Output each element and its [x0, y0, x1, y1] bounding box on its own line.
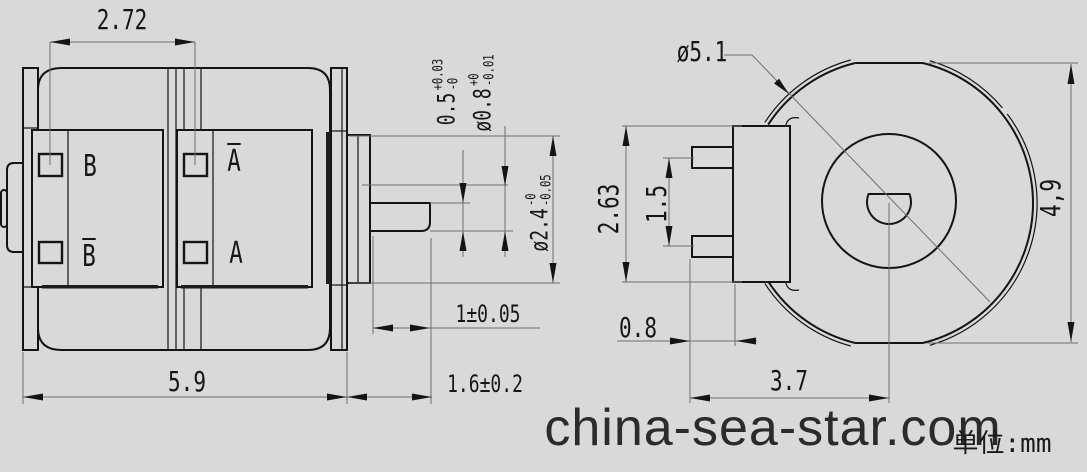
- watermark-text: china-sea-star.com: [544, 399, 1002, 457]
- front-shaft-circle: [866, 193, 912, 225]
- dim-body-diameter: ø5.1: [676, 35, 728, 68]
- terminal-label-b-bar: B: [82, 238, 96, 274]
- terminal-label-a-bar: A: [227, 143, 241, 179]
- dim-flat-thickness: 0.5 +0.03 -0: [430, 58, 462, 126]
- tolerance-stack: -0 -0.05: [523, 174, 555, 207]
- front-shell-arcs: [764, 59, 1038, 347]
- front-pin-bottom: [691, 235, 734, 258]
- side-left-bearing-tip: [0, 189, 8, 228]
- terminal-label-a: A: [229, 236, 243, 271]
- side-block-seam-right: [181, 285, 308, 289]
- front-shell-hook-top: [785, 117, 800, 126]
- dim-shaft-overall: 1.6±0.2: [447, 370, 523, 398]
- dim-pin-length: 0.8: [619, 311, 657, 344]
- front-pin-top: [691, 146, 734, 169]
- front-body-outline: [767, 62, 1034, 344]
- side-body-outline: [37, 67, 331, 351]
- side-terminal-block-a: [176, 129, 313, 288]
- side-right-pole-strip: [330, 67, 348, 351]
- dim-shaft-protrusion: 1±0.05: [455, 300, 521, 328]
- front-shell-hook-bottom: [785, 282, 800, 291]
- dim-overall-height: 4,9: [1034, 179, 1067, 217]
- terminal-label-b: B: [83, 149, 97, 184]
- dim-pin-spacing: 2.72: [96, 3, 148, 36]
- front-connector-block: [732, 125, 791, 283]
- dim-shaft-diameter: ø0.8 +0 -0.01: [466, 54, 498, 132]
- side-flange-band: [326, 132, 331, 284]
- dim-body-length: 5.9: [168, 365, 206, 398]
- unit-note: 单位:mm: [952, 429, 1052, 459]
- dim-pin-to-center: 3.7: [770, 364, 808, 397]
- tolerance-stack: +0 -0.01: [466, 54, 498, 87]
- side-left-bearing-bump: [6, 162, 23, 253]
- side-shaft: [370, 202, 431, 232]
- dim-pin-pitch: 1.5: [640, 185, 673, 223]
- side-view: [0, 67, 431, 351]
- front-view-dimensions: [617, 62, 1078, 403]
- front-view: [691, 54, 1038, 347]
- tolerance-stack: +0.03 -0: [430, 58, 462, 91]
- side-block-seam-left: [42, 285, 158, 289]
- side-view-dimensions: [22, 38, 560, 404]
- side-hub-plate: [346, 134, 371, 284]
- dim-connector-height: 2.63: [592, 183, 625, 235]
- dim-hub-diameter: ø2.4 -0 -0.05: [523, 174, 555, 252]
